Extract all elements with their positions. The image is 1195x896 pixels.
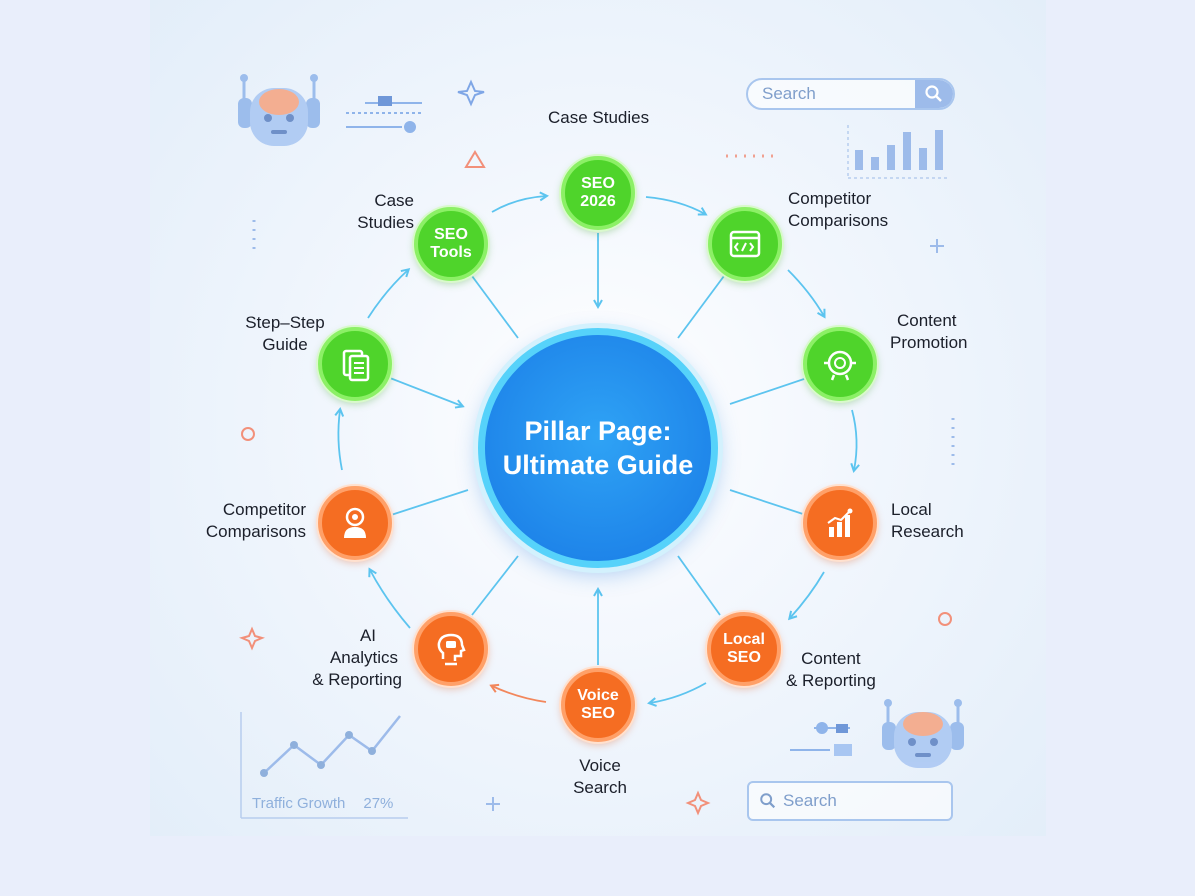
slider-decor-icon [346, 96, 422, 133]
label-line: Content [896, 311, 957, 330]
traffic-chart-icon [240, 712, 408, 819]
traffic-value: 27% [363, 795, 394, 812]
label-line: Comparisons [788, 211, 889, 230]
slider-decor-bottom-icon [790, 722, 852, 756]
label-local-research: Local Research [891, 499, 964, 543]
label-line: Research [891, 522, 964, 541]
node-step-guide[interactable] [318, 327, 392, 401]
label-line: AI [359, 626, 376, 645]
label-local-seo: Content & Reporting [786, 648, 876, 692]
label-line: Studies [357, 213, 414, 232]
person-gear-icon [344, 507, 366, 538]
node-text: Voice [577, 686, 619, 704]
node-competitor-top[interactable] [708, 207, 782, 281]
node-ai-analytics[interactable] [414, 612, 488, 686]
ring-left-icon [241, 427, 255, 441]
search-bottom-placeholder: Search [783, 791, 837, 810]
traffic-label: Traffic Growth [252, 795, 346, 812]
robot-face-icon [824, 350, 856, 381]
label-line: Comparisons [205, 522, 306, 541]
label-line: Competitor [222, 500, 306, 519]
label-line: & Reporting [786, 671, 876, 690]
node-text: SEO [581, 174, 615, 192]
ring-right-icon [938, 612, 952, 626]
label-line: Competitor [788, 189, 872, 208]
node-text: SEO [727, 649, 761, 666]
pillar-title-line2: Ultimate Guide [502, 450, 694, 480]
label-voice-seo: Voice Search [562, 755, 638, 799]
label-line: Step–Step [245, 313, 325, 332]
label-seo-2026: Case Studies [548, 107, 649, 129]
label-line: Content [801, 649, 861, 668]
search-bar-top[interactable]: Search [746, 78, 955, 110]
node-text: Tools [430, 244, 472, 261]
plus-bottom-icon [486, 797, 500, 811]
search-button[interactable] [915, 80, 953, 108]
search-icon [925, 85, 942, 102]
label-seo-tools: Case Studies [346, 190, 414, 234]
document-list-icon [342, 349, 370, 382]
label-line: Guide [262, 335, 308, 354]
search-bar-bottom[interactable]: Search [747, 781, 953, 821]
label-content-promotion: Content Promotion [886, 310, 967, 354]
label-line: Case [374, 191, 414, 210]
search-top-placeholder: Search [762, 84, 816, 103]
traffic-growth-caption: Traffic Growth 27% [252, 795, 393, 812]
search-icon [760, 793, 776, 809]
pillar-title-line1: Pillar Page: [524, 416, 672, 446]
node-text: 2026 [580, 193, 616, 210]
sparkle-orange-left-icon [239, 626, 265, 651]
pillar-page-hub[interactable]: Pillar Page: Ultimate Guide [478, 328, 718, 568]
label-line: Case Studies [548, 108, 650, 127]
label-line: Search [573, 778, 627, 797]
label-competitor-left: Competitor Comparisons [198, 499, 306, 543]
mini-bar-chart-icon [847, 125, 950, 179]
label-ai-analytics: AI Analytics & Reporting [300, 625, 402, 691]
label-line: Promotion [890, 333, 968, 352]
robot-bottom-right-icon [882, 699, 964, 768]
diagram-canvas [238, 74, 964, 819]
sparkle-orange-bottom-icon [685, 790, 711, 816]
node-local-research[interactable] [803, 486, 877, 560]
node-text: Local [723, 630, 765, 648]
browser-code-icon [729, 230, 761, 258]
label-line: Analytics [329, 648, 398, 667]
label-competitor-top: Competitor Comparisons [788, 188, 888, 232]
sparkle-icon [457, 79, 485, 107]
node-content-promotion[interactable] [803, 327, 877, 401]
node-competitor-left[interactable] [318, 486, 392, 560]
ring-arrows [338, 196, 856, 703]
triangle-icon [464, 150, 486, 168]
robot-top-left-icon [238, 74, 320, 146]
spokes [389, 233, 808, 665]
plus-right-icon [930, 239, 944, 253]
label-line: Local [891, 500, 932, 519]
node-text: SEO [434, 225, 468, 243]
label-line: & Reporting [312, 670, 402, 689]
ai-head-icon [437, 633, 466, 666]
label-step-guide: Step–Step Guide [240, 312, 330, 356]
node-text: SEO [581, 705, 615, 722]
bar-chart-icon [827, 508, 853, 537]
label-line: Voice [579, 756, 621, 775]
